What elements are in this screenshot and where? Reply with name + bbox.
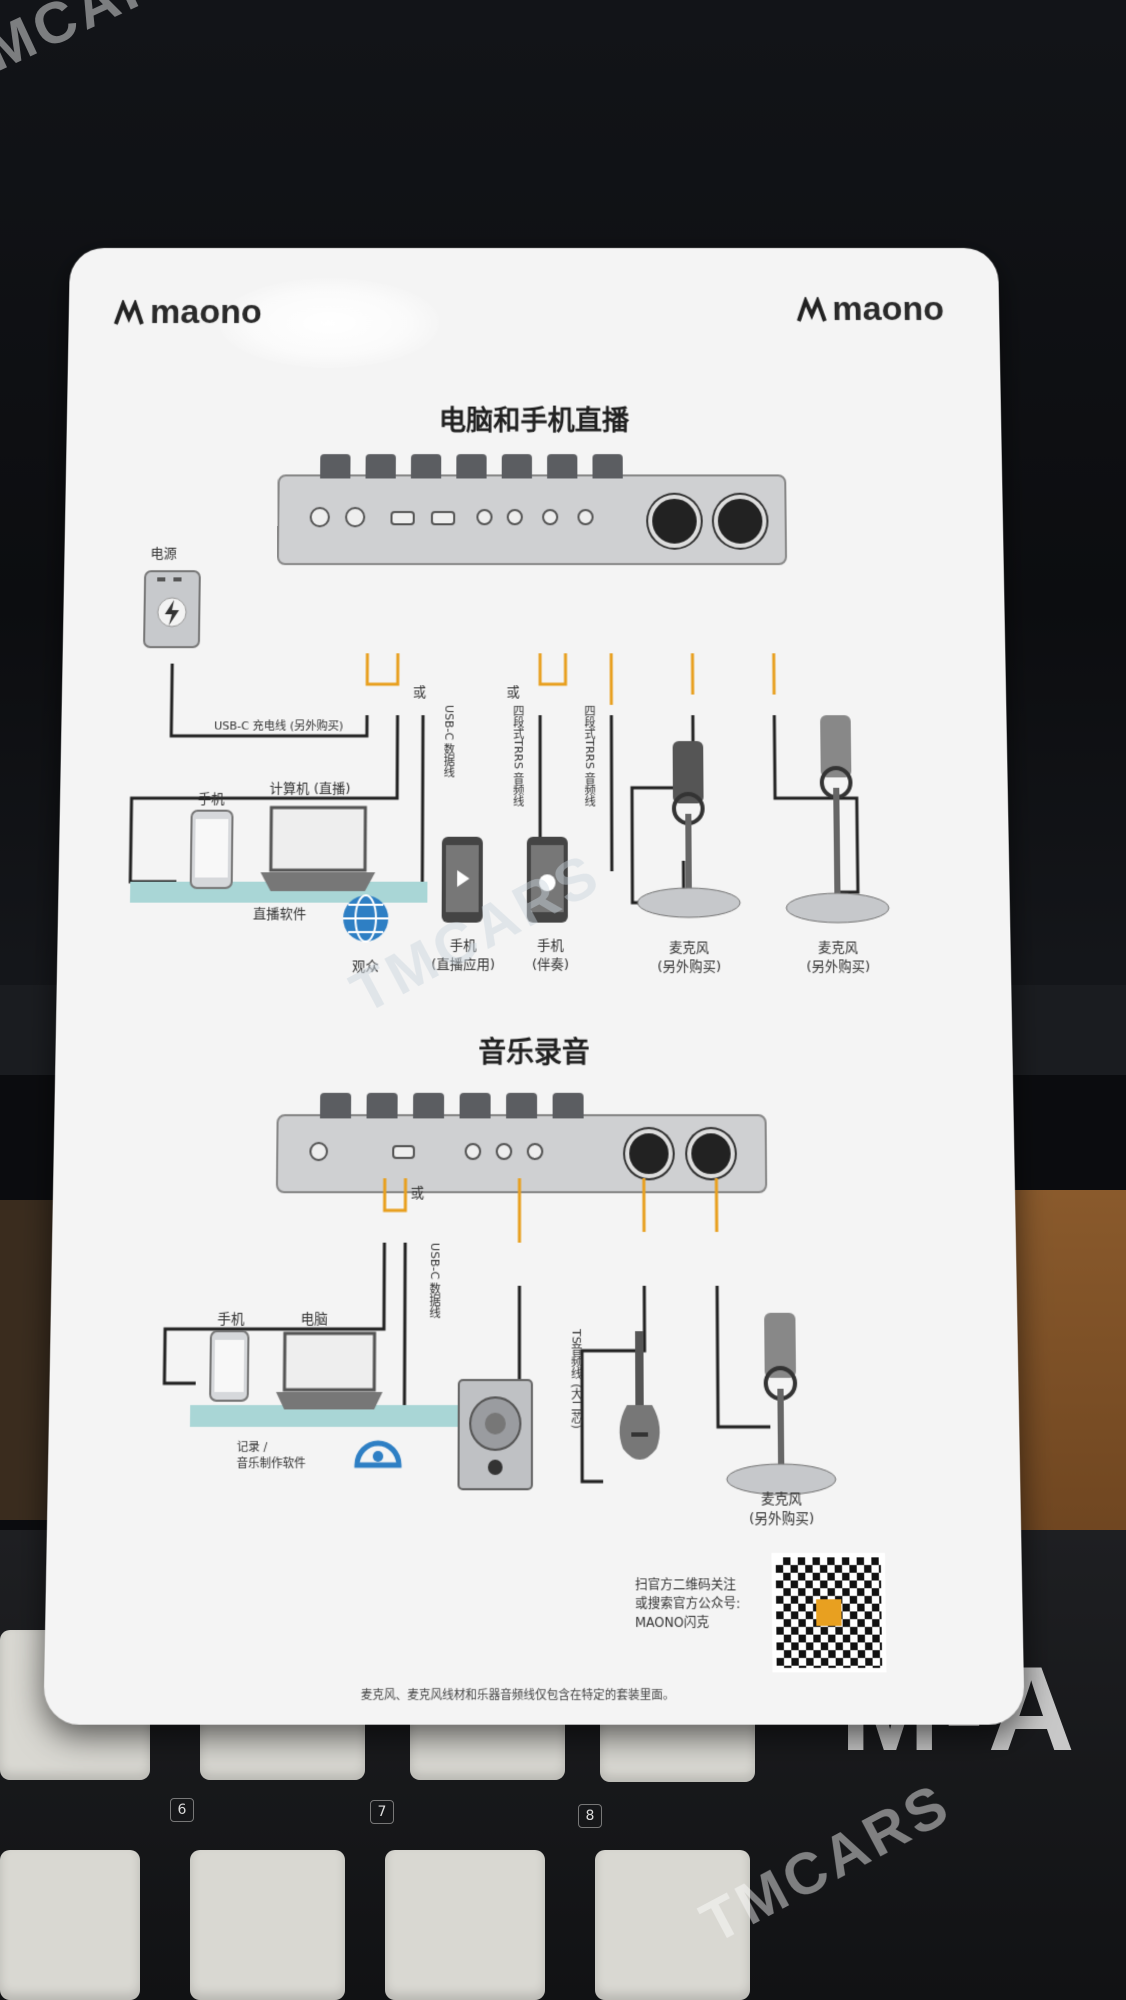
mic-label: 麦克风 [817, 940, 859, 957]
mic-sub: (另外购买) [806, 959, 871, 976]
speaker-icon [456, 1378, 540, 1498]
laptop-icon [260, 803, 376, 892]
pad [190, 1850, 345, 2000]
section-title-live: 电脑和手机直播 [438, 405, 630, 437]
microphone-icon [632, 741, 746, 924]
ts-cable-label: TS音频线 (大二芯) [569, 1329, 584, 1429]
trrs-label: 四段式TRRS 音频线 [582, 704, 597, 808]
brand-name: maono [832, 289, 945, 329]
phone-live-icon [441, 836, 483, 923]
microphone-icon [779, 715, 894, 929]
pad [595, 1850, 750, 2000]
computer-label: 电脑 [300, 1311, 328, 1328]
phone-icon [206, 1329, 259, 1405]
usbc-charge-label: USB-C 充电线 (另外购买) [214, 719, 344, 733]
phone-acc-sub: (伴奏) [531, 957, 570, 974]
qr-caption-3: MAONO闪克 [635, 1614, 710, 1631]
microphone-icon [717, 1312, 844, 1503]
pad [385, 1850, 545, 2000]
computer-label: 计算机 (直播) [269, 781, 351, 798]
recording-software-icon [352, 1421, 405, 1476]
brand-logo-right: maono [796, 290, 944, 329]
phone-label: 手机 [217, 1311, 245, 1328]
pad-number: 7 [370, 1800, 394, 1824]
qr-caption-2: 或搜索官方公众号: [635, 1595, 741, 1612]
qr-caption-1: 扫官方二维码关注 [634, 1577, 737, 1593]
maono-logo-icon [796, 296, 826, 322]
brand-name: maono [149, 292, 262, 332]
globe-icon [340, 892, 392, 945]
live-software-label: 直播软件 [252, 906, 307, 923]
pad [0, 1850, 140, 2000]
mic-sub: (另外购买) [657, 959, 722, 976]
record-sub: 音乐制作软件 [236, 1456, 306, 1471]
phone-acc-label: 手机 [537, 938, 564, 955]
mic-label: 麦克风 [669, 940, 710, 957]
section-title-recording: 音乐录音 [478, 1036, 590, 1070]
guitar-icon [619, 1331, 660, 1460]
or-label: 或 [412, 685, 427, 701]
mic-sub: (另外购买) [748, 1511, 815, 1528]
qr-code [771, 1552, 887, 1673]
instruction-card: maono maono 电脑和手机直播 电源 [43, 248, 1025, 1725]
phone-music-icon [526, 836, 568, 923]
or-label: 或 [506, 685, 520, 701]
laptop-icon [275, 1329, 383, 1410]
record-label: 记录 / [236, 1439, 268, 1455]
or-label: 或 [410, 1185, 425, 1202]
trrs-label: 四段式TRRS 音频线 [511, 704, 525, 808]
usbc-data-label: USB-C 数据线 [442, 704, 456, 779]
phone-label: 手机 [197, 791, 225, 808]
pad-number: 8 [578, 1804, 602, 1828]
footer-note: 麦克风、麦克风线材和乐器音频线仅包含在特定的套装里面。 [360, 1687, 675, 1703]
mic-label: 麦克风 [760, 1491, 803, 1508]
usbc-data-label: USB-C 数据线 [427, 1242, 442, 1320]
maono-logo-icon [113, 299, 144, 324]
phone-icon [187, 809, 249, 893]
power-bank-icon [142, 569, 204, 651]
pad-number: 6 [170, 1798, 194, 1822]
brand-logo-left: maono [113, 292, 262, 332]
